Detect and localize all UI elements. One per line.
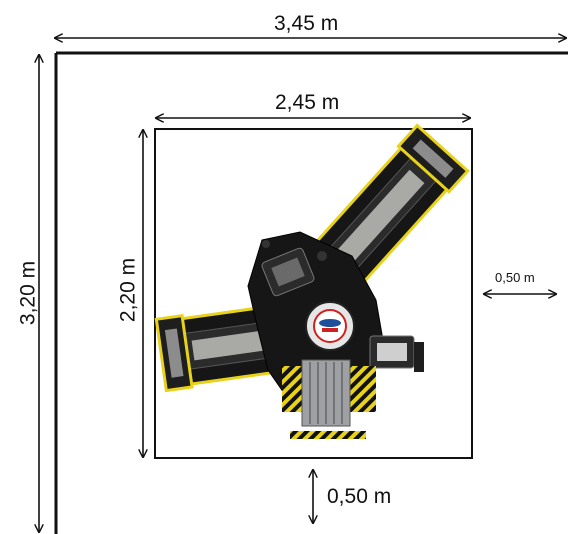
- outer-width-label: 3,45 m: [274, 12, 339, 35]
- clearance-bottom-label: 0,50 m: [327, 485, 392, 508]
- machine-panel-right: [369, 335, 424, 372]
- machine-panel-top: [261, 247, 315, 297]
- inner-height-label: 2,20 m: [116, 257, 140, 323]
- clearance-right-label: 0,50 m: [495, 270, 535, 285]
- inner-width-label: 2,45 m: [275, 91, 340, 114]
- machine-knob: [262, 240, 270, 248]
- machine-step-plate: [290, 431, 366, 439]
- outer-height-label: 3,20 m: [16, 260, 40, 326]
- round-badge-logo-icon: [305, 301, 355, 351]
- machine-top-view: [154, 123, 470, 439]
